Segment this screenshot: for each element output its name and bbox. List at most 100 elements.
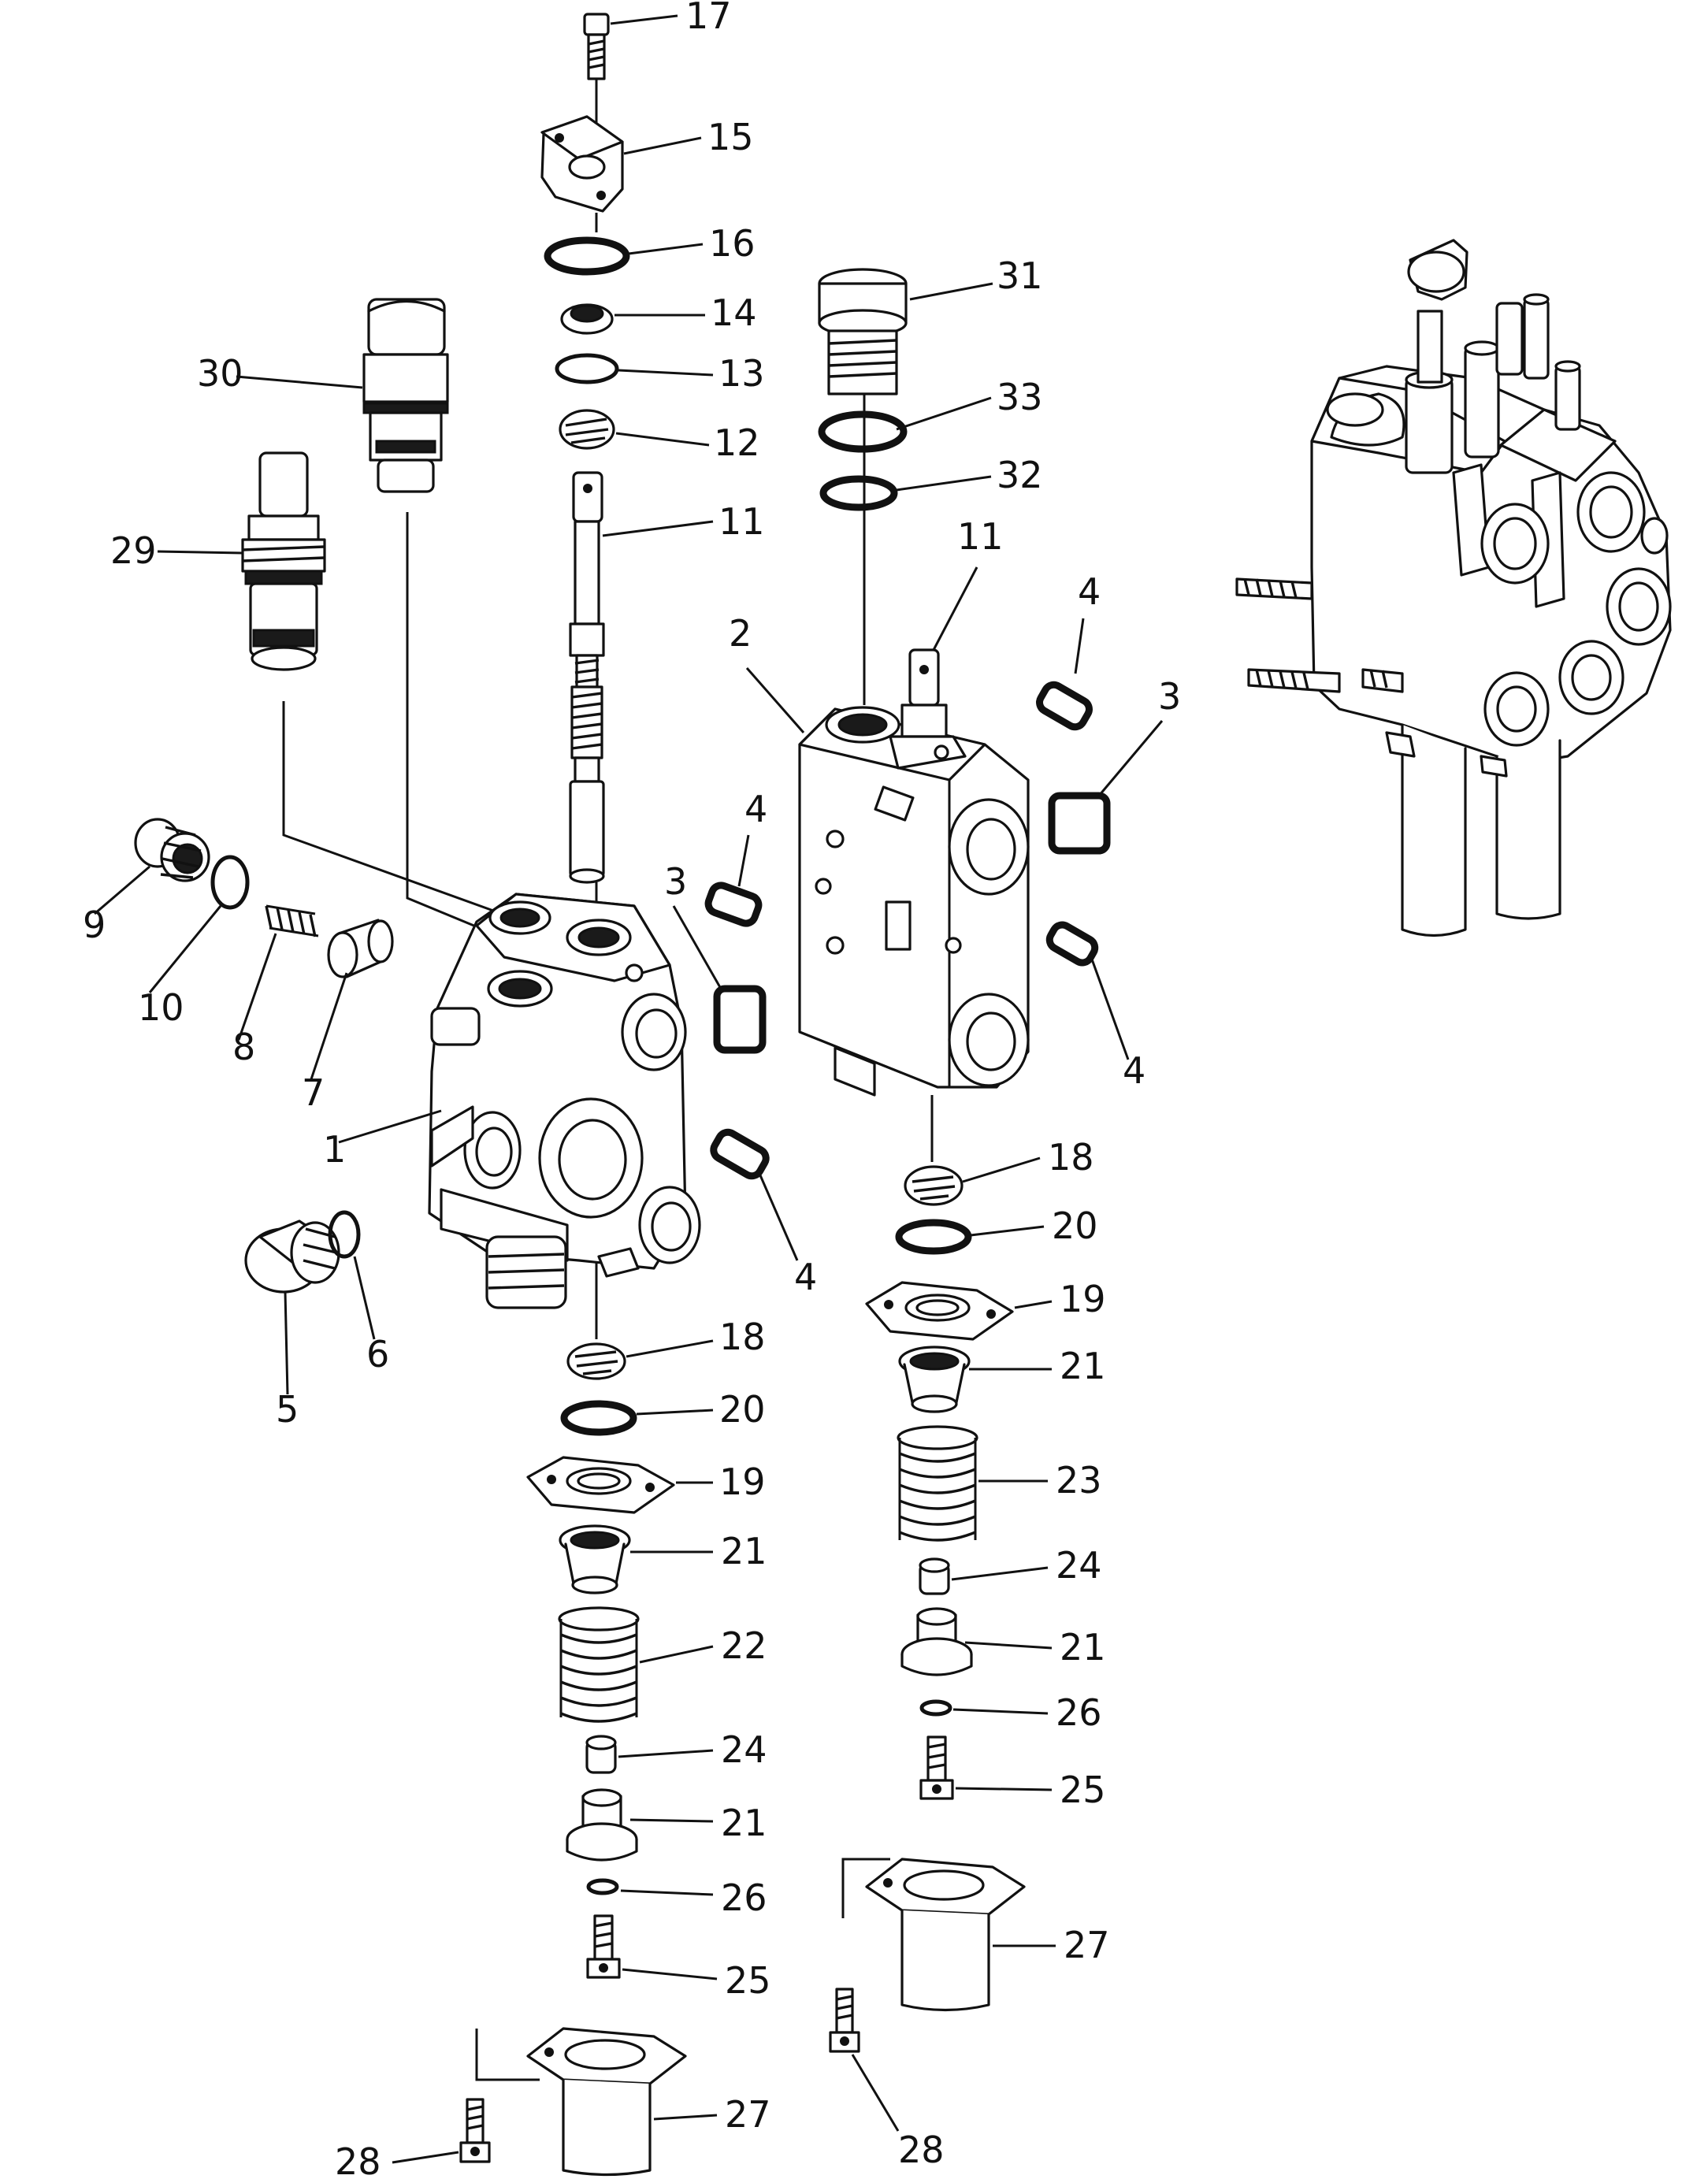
callout-c19b: 19 [719, 1461, 766, 1503]
callout-c14: 14 [711, 291, 757, 334]
callout-c2: 2 [729, 612, 752, 655]
callout-c3a: 3 [1158, 675, 1181, 718]
callout-c21d: 21 [721, 1802, 767, 1844]
callout-c4d: 4 [794, 1256, 817, 1298]
part-4-seal-c [1045, 921, 1130, 1060]
callout-c9: 9 [83, 904, 106, 946]
callout-c27b: 27 [725, 2093, 771, 2136]
callout-c12: 12 [714, 421, 760, 464]
callout-c19a: 19 [1060, 1278, 1106, 1320]
callout-c4a: 4 [1078, 570, 1101, 613]
part-24-collar-left [585, 1735, 714, 1774]
part-29-valve-cartridge [157, 451, 326, 671]
part-24-collar-right [919, 1557, 1049, 1595]
part-1-valve-body-left [338, 893, 701, 1309]
callout-c23: 23 [1056, 1459, 1102, 1502]
callout-c20a: 20 [1052, 1205, 1098, 1247]
callout-c24b: 24 [721, 1728, 767, 1771]
part-28-bolt-right [829, 1988, 900, 2132]
part-28-bolt-left [392, 2098, 491, 2164]
part-18-seal-right [904, 1156, 1041, 1206]
callout-c22: 22 [721, 1624, 767, 1667]
callout-c18a: 18 [1048, 1136, 1094, 1179]
callout-c11b: 11 [957, 515, 1004, 558]
part-25-bolt-left [586, 1914, 718, 1980]
part-10-o-ring [148, 855, 250, 993]
callout-c33: 33 [997, 376, 1043, 418]
callout-c6: 6 [366, 1333, 389, 1375]
part-21-retainer-left-a [559, 1524, 713, 1594]
part-22-spring [558, 1606, 714, 1723]
callout-c21a: 21 [1060, 1345, 1106, 1387]
callout-c3b: 3 [664, 860, 687, 903]
part-8-spring [237, 904, 319, 1041]
callout-c1: 1 [323, 1128, 346, 1171]
part-27-cover-left [526, 2027, 718, 2177]
part-20-o-ring-left [560, 1400, 714, 1436]
part-27-cover-right [865, 1858, 1056, 2012]
callout-c32: 32 [997, 454, 1043, 496]
part-3-gasket-b [672, 905, 767, 1054]
callout-c11a: 11 [718, 500, 765, 543]
callout-c27a: 27 [1064, 1924, 1110, 1966]
part-7-poppet [310, 919, 394, 1080]
callout-c20b: 20 [719, 1388, 766, 1431]
part-12-seal [559, 409, 615, 450]
part-20-o-ring-right [895, 1219, 1045, 1255]
part-19-flange-left [526, 1456, 713, 1514]
part-11-spool-left [569, 471, 605, 884]
callout-c15: 15 [707, 116, 754, 158]
callout-c13: 13 [718, 352, 765, 395]
callout-c25a: 25 [1060, 1769, 1106, 1811]
part-11-spool-right [889, 566, 978, 770]
part-17-bolt [583, 13, 610, 80]
callout-c21b: 21 [1060, 1626, 1106, 1669]
callout-c21c: 21 [721, 1530, 767, 1572]
part-19-flange-right [865, 1281, 1053, 1341]
callout-c17: 17 [685, 0, 732, 37]
callout-c4c: 4 [1123, 1049, 1145, 1092]
callout-c16: 16 [709, 222, 756, 265]
callout-c4b: 4 [744, 788, 767, 830]
part-33-o-ring [818, 410, 908, 453]
part-21-retainer-left-b [566, 1788, 714, 1862]
callout-c28b: 28 [335, 2140, 381, 2179]
callout-c18b: 18 [719, 1316, 766, 1358]
part-5-plug [244, 1219, 340, 1395]
part-3-gasket-a [1048, 720, 1164, 855]
callout-c26b: 26 [721, 1876, 767, 1919]
part-18-seal-left [566, 1339, 714, 1380]
part-4-seal-a [1036, 618, 1093, 731]
callout-c7: 7 [302, 1071, 325, 1114]
callout-c30: 30 [197, 352, 243, 395]
assembled-valve-view [1235, 239, 1672, 937]
part-6-o-ring [328, 1210, 376, 1340]
callout-c24a: 24 [1056, 1544, 1102, 1587]
part-4-seal-d [710, 1128, 799, 1261]
part-21-retainer-right-a [898, 1346, 1052, 1413]
callout-c10: 10 [138, 986, 184, 1029]
part-26-washer-left [586, 1878, 714, 1896]
callout-c31: 31 [997, 254, 1043, 297]
part-15-flange-cap [540, 115, 624, 213]
part-21-retainer-right-b [900, 1607, 1053, 1676]
callout-c25b: 25 [725, 1959, 771, 2002]
part-23-spring [897, 1425, 1048, 1542]
part-32-o-ring [819, 475, 898, 511]
part-9-plug [94, 818, 210, 915]
callout-c28a: 28 [898, 2129, 945, 2171]
callout-c29: 29 [110, 529, 157, 572]
part-31-plug [818, 268, 993, 395]
callout-c8: 8 [232, 1026, 255, 1068]
callout-c26a: 26 [1056, 1691, 1102, 1734]
callout-c5: 5 [276, 1388, 299, 1431]
callout-labels: 1715161413121130293133321124343449108716… [83, 0, 1181, 2179]
part-26-washer-right [919, 1699, 1049, 1717]
assembly-axes [282, 71, 934, 2081]
part-13-washer [555, 353, 619, 384]
part-2-valve-section-right [745, 667, 1030, 1097]
part-25-bolt-right [919, 1735, 1053, 1800]
part-14-seal [560, 303, 614, 335]
